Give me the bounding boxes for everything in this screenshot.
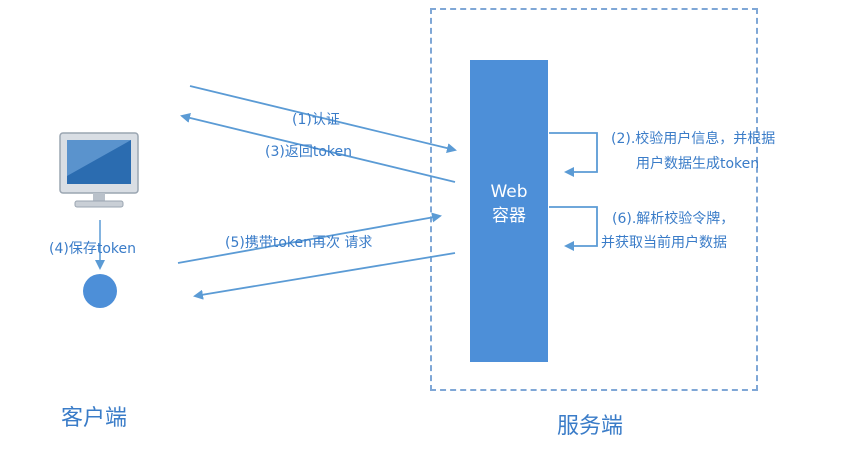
loop-step6 xyxy=(549,206,598,251)
web-container-label-line2: 容器 xyxy=(492,206,526,226)
web-container-label-line1: Web xyxy=(490,182,528,202)
arrow-response xyxy=(193,252,456,300)
monitor-icon xyxy=(59,132,139,208)
label-step5: (5)携带token再次 请求 xyxy=(225,235,373,251)
client-storage-dot xyxy=(83,274,117,308)
loop-step2 xyxy=(549,132,598,177)
label-step2-line2: 用户数据生成token xyxy=(636,156,760,172)
arrow-step3 xyxy=(180,113,456,183)
web-container-label: Web 容器 xyxy=(470,180,548,228)
label-save-token: (4)保存token xyxy=(49,241,136,257)
label-step6-line1: (6).解析校验令牌， xyxy=(612,211,735,227)
web-container-box xyxy=(470,60,548,362)
client-title: 客户端 xyxy=(61,406,128,431)
label-step2-line1: (2).校验用户信息，并根据 xyxy=(611,131,776,147)
server-title: 服务端 xyxy=(557,414,624,439)
arrow-step1 xyxy=(189,85,457,153)
server-boundary xyxy=(430,8,758,391)
label-step6-line2: 并获取当前用户数据 xyxy=(601,235,727,251)
label-step3: (3)返回token xyxy=(265,144,352,160)
label-step1: (1)认证 xyxy=(292,112,340,128)
arrow-step5 xyxy=(177,212,442,264)
